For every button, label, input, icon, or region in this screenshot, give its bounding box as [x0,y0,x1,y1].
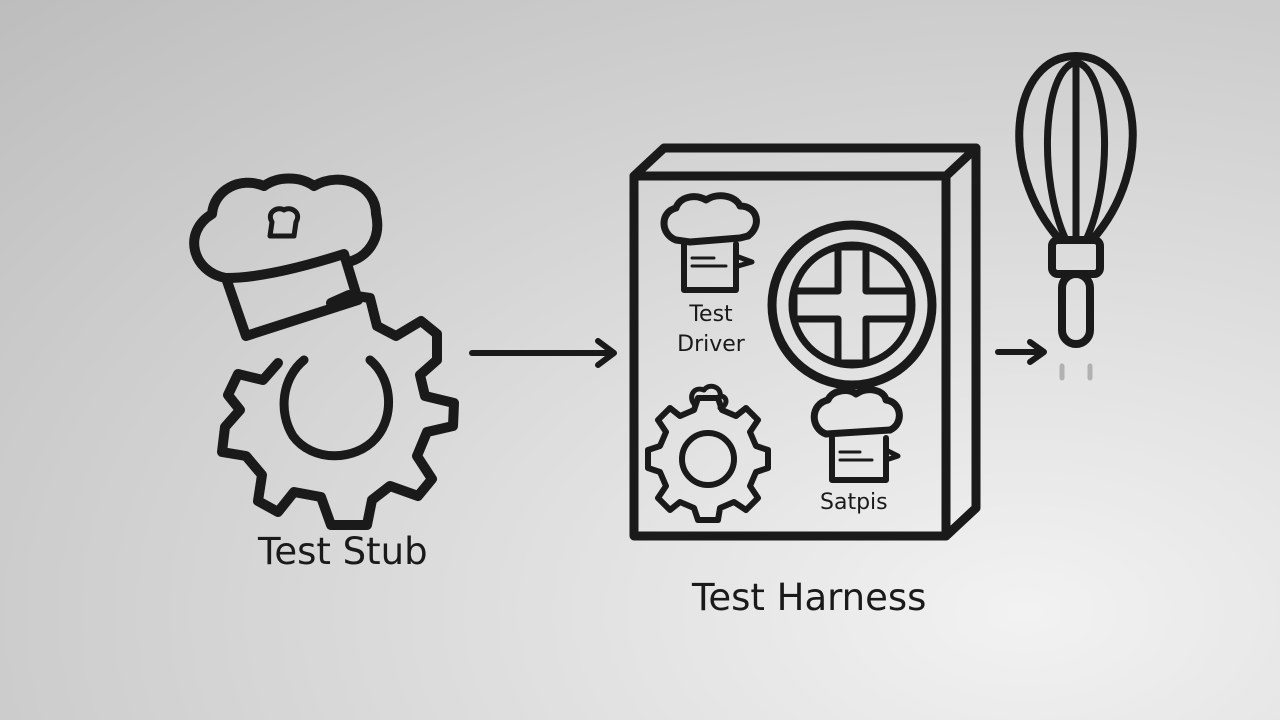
satpis-label: Satpis [820,490,888,515]
plus-circle-icon [767,220,937,390]
arrow-harness-to-whisk [995,339,1047,365]
test-stub-icon [189,173,459,530]
harness-gear-icon [645,383,771,523]
arrow-stub-to-harness [469,338,617,368]
test-harness-label: Test Harness [692,576,927,619]
test-stub-label: Test Stub [258,530,428,573]
test-driver-icon [660,192,760,293]
satpis-icon [810,386,903,483]
whisk-icon [1015,52,1137,381]
test-harness-box [629,143,981,541]
stub-gear-icon [217,290,459,530]
stub-chef-hat-icon [189,173,383,341]
test-driver-label: Test Driver [677,302,745,357]
